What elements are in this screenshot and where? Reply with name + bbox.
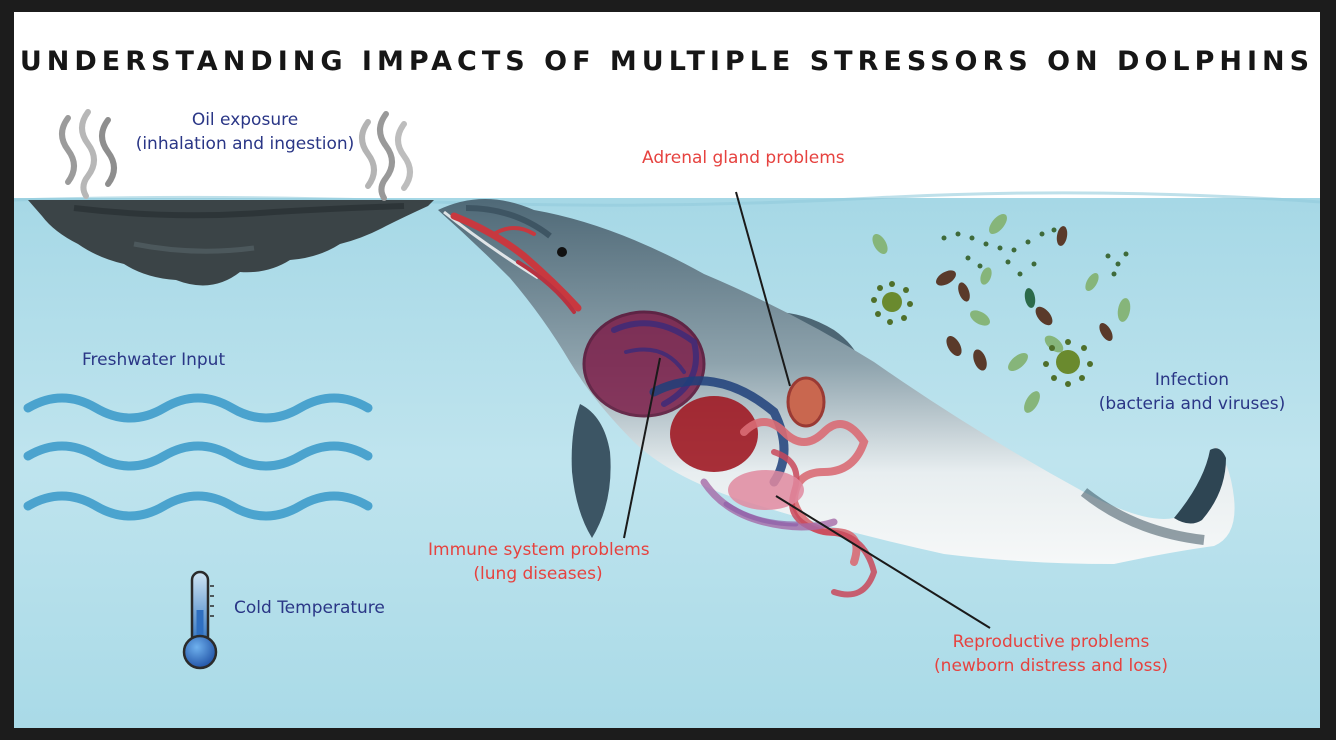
reproductive-subtitle: (newborn distress and loss) [916, 654, 1186, 678]
oil-exposure-title: Oil exposure [110, 108, 380, 132]
cold-temperature-label: Cold Temperature [234, 596, 385, 620]
page-title: UNDERSTANDING IMPACTS OF MULTIPLE STRESS… [14, 46, 1320, 77]
lung-organ [584, 312, 704, 416]
oil-exposure-label: Oil exposure (inhalation and ingestion) [110, 108, 380, 156]
infection-label: Infection (bacteria and viruses) [1092, 368, 1292, 416]
immune-title: Immune system problems [428, 538, 648, 562]
adrenal-label: Adrenal gland problems [642, 146, 845, 170]
reproductive-organ [728, 470, 804, 510]
dolphin-eye [557, 247, 567, 257]
adrenal-organ [788, 378, 824, 426]
reproductive-label: Reproductive problems (newborn distress … [916, 630, 1186, 678]
infographic-frame: UNDERSTANDING IMPACTS OF MULTIPLE STRESS… [14, 12, 1320, 728]
freshwater-label: Freshwater Input [82, 348, 225, 372]
oil-exposure-subtitle: (inhalation and ingestion) [110, 132, 380, 156]
infection-subtitle: (bacteria and viruses) [1092, 392, 1292, 416]
immune-subtitle: (lung diseases) [428, 562, 648, 586]
reproductive-title: Reproductive problems [916, 630, 1186, 654]
immune-label: Immune system problems (lung diseases) [428, 538, 648, 586]
infection-title: Infection [1092, 368, 1292, 392]
